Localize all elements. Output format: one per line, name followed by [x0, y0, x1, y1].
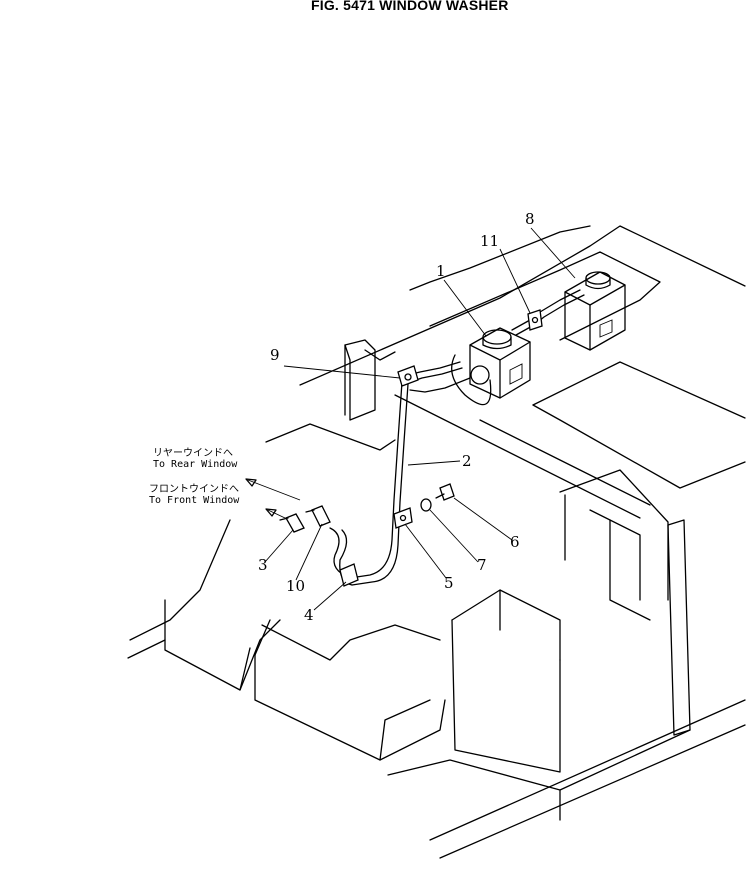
note-rear-jp: リヤーウインドへ [153, 447, 233, 459]
machine-body [127, 225, 746, 859]
joint-10 [305, 505, 331, 527]
callout-9: 9 [270, 346, 280, 364]
callout-4: 4 [304, 606, 314, 624]
destination-notes: リヤーウインドへ To Rear Window フロントウインドへ To Fro… [149, 447, 240, 506]
washer-tank-8 [564, 271, 626, 351]
callout-3: 3 [258, 556, 268, 574]
clip-4 [339, 563, 359, 587]
clamp-11 [527, 309, 543, 331]
washer-hoses [329, 289, 585, 586]
note-front-jp: フロントウインドへ [149, 483, 239, 495]
clamp-5 [393, 507, 413, 529]
clamp-9 [397, 365, 419, 387]
washer-tank-1 [451, 327, 531, 406]
callout-labels: 8 11 1 9 2 6 7 5 3 10 4 [258, 210, 535, 624]
joint-3 [279, 513, 305, 533]
washer-7 [420, 498, 432, 512]
callout-7: 7 [477, 556, 487, 574]
callout-11: 11 [480, 232, 499, 250]
callout-10: 10 [286, 577, 305, 595]
note-front-en: To Front Window [149, 495, 240, 506]
figure-title: FIG. 5471 WINDOW WASHER [311, 0, 509, 13]
bolt-6 [435, 483, 455, 501]
callout-5: 5 [444, 574, 454, 592]
callout-1: 1 [436, 262, 446, 280]
callout-6: 6 [510, 533, 520, 551]
callout-2: 2 [462, 452, 472, 470]
leader-lines [245, 227, 576, 611]
note-rear-en: To Rear Window [153, 459, 238, 470]
callout-8: 8 [525, 210, 535, 228]
